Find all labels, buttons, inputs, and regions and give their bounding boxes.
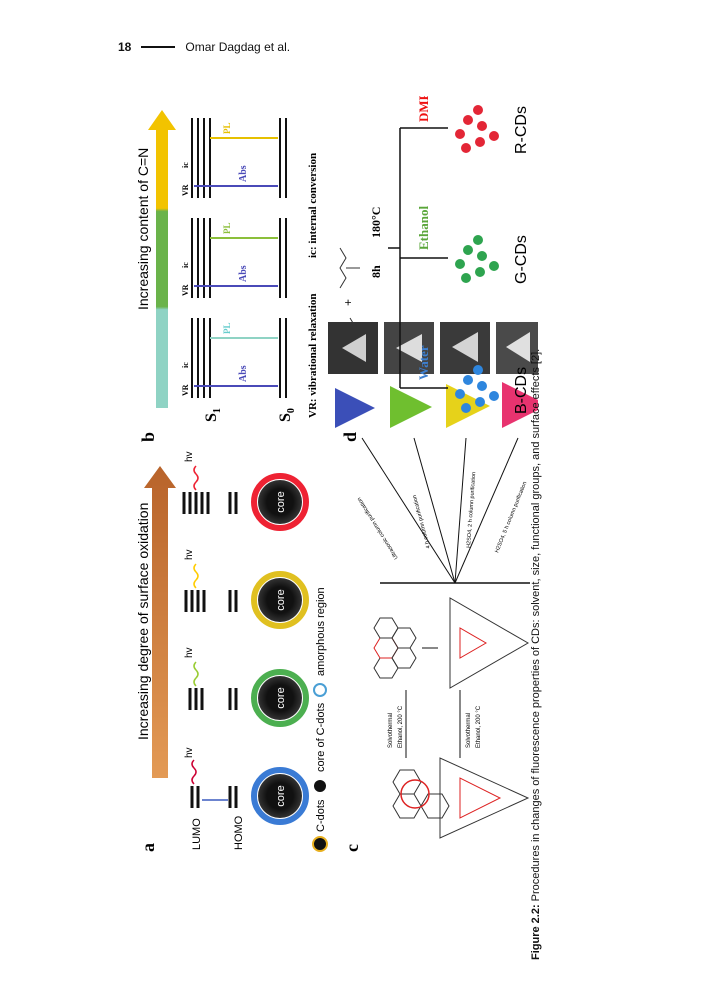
emission-wave-4 (193, 465, 199, 491)
blue-cds-dots (455, 365, 499, 413)
figure-caption-wrap: Figure 2.2: Procedures in changes of flu… (530, 349, 550, 960)
svg-text:core: core (275, 687, 287, 708)
solvothermal-label-2: Solvothermal (466, 713, 472, 748)
legend-cdots: C-dots (315, 799, 327, 832)
fan-arrows (361, 437, 519, 584)
plus-sign: + (341, 299, 355, 306)
legend-amorphous: amorphous region (315, 587, 327, 676)
solvent-ethanol: Ethanol (416, 206, 431, 250)
svg-text:ic: ic (181, 162, 190, 168)
label-b-cds: B-CDs (513, 367, 530, 414)
svg-text:VR: VR (181, 284, 190, 296)
solvent-water: Water (416, 345, 431, 380)
arrow-label-1: Ultrasonic column purification (357, 496, 400, 560)
emission-wave-2 (193, 661, 199, 687)
giant-flake-molecule (439, 757, 530, 839)
core-sphere-1: core (251, 767, 309, 825)
running-author: Omar Dagdag et al. (185, 40, 291, 54)
svg-text:VR: VR (181, 184, 190, 196)
tem-images (328, 322, 538, 374)
energy-levels-3 (184, 590, 238, 612)
label-r-cds: R-CDs (513, 106, 530, 154)
core-sphere-3: core (251, 571, 309, 629)
panel-b-label: b (138, 432, 158, 442)
legend-core: core of C-dots (315, 702, 327, 772)
s1-label: S1 (203, 408, 223, 422)
caption-label: Figure 2.2: (530, 904, 542, 960)
large-flake-molecule (449, 597, 530, 689)
svg-text:ic: ic (181, 362, 190, 368)
jablonski-3: Abs PL VR ic (181, 118, 287, 198)
figure-2-2: a Increasing degree of surface oxidation… (130, 92, 548, 858)
triangle-blue (335, 388, 375, 428)
svg-text:core: core (275, 589, 287, 610)
svg-text:PL: PL (222, 322, 232, 334)
header-rule (141, 46, 176, 48)
arrow-label-3: H2SO4, 2 h column purification (466, 472, 477, 548)
precursor-molecule (392, 769, 450, 819)
svg-text:PL: PL (222, 122, 232, 134)
panel-a: a Increasing degree of surface oxidation… (135, 451, 328, 852)
green-cds-dots (455, 235, 499, 283)
hv-label-3: hv (184, 549, 195, 560)
hv-label-4: hv (184, 451, 195, 462)
figure-rotated: a Increasing degree of surface oxidation… (130, 92, 548, 858)
ic-note: ic: internal conversion (307, 153, 319, 258)
s0-label: S0 (277, 408, 297, 422)
core-sphere-4: core (251, 473, 309, 531)
hv-label-1: hv (184, 747, 195, 758)
time-label: 8h (369, 265, 383, 278)
homo-label: HOMO (233, 815, 245, 850)
svg-text:Abs: Abs (238, 265, 249, 282)
label-g-cds: G-CDs (513, 235, 530, 284)
svg-text:Abs: Abs (238, 165, 249, 182)
panel-a-legend: C-dots core of C-dots amorphous region (312, 587, 328, 852)
jablonski-1: Abs PL VR ic (181, 318, 287, 398)
ethanol-label-1: Ethanol, 200 °C (398, 705, 404, 748)
svg-text:core: core (275, 785, 287, 806)
core-sphere-2: core (251, 669, 309, 727)
energy-levels-4 (182, 492, 238, 514)
triangle-green (390, 386, 432, 428)
caption-text: Procedures in changes of fluorescence pr… (530, 348, 542, 905)
solvent-dmf: DMF (416, 96, 431, 122)
panel-d-label: d (340, 432, 360, 442)
emission-wave-1 (191, 759, 197, 785)
svg-text:PL: PL (222, 222, 232, 234)
energy-levels-1 (190, 786, 238, 808)
panel-d: d + 8h 180°C Water Ethanol (339, 92, 530, 442)
trimer-molecule (373, 617, 417, 679)
arrow-label-2: 4 h column purification (412, 494, 432, 549)
branch-arrows (388, 127, 448, 389)
oxidation-arrow (144, 466, 176, 778)
cn-content-arrow (148, 110, 176, 408)
panel-b-title: Increasing content of C=N (135, 148, 151, 310)
triangle-red (502, 382, 548, 428)
hv-label-2: hv (184, 647, 195, 658)
reactant-structures (339, 247, 366, 339)
panel-a-title: Increasing degree of surface oxidation (135, 503, 151, 740)
vr-note: VR: vibrational relaxation (307, 294, 319, 418)
lumo-label: LUMO (191, 818, 203, 850)
jablonski-2: Abs PL VR ic (181, 218, 287, 298)
svg-text:core: core (275, 491, 287, 512)
page-number: 18 (118, 40, 132, 54)
svg-text:ic: ic (181, 262, 190, 268)
page-header: 18 Omar Dagdag et al. (118, 40, 290, 54)
red-cds-dots (455, 105, 499, 153)
panel-b: b Increasing content of C=N S1 S0 Abs PL… (135, 110, 319, 442)
emission-wave-3 (193, 563, 199, 589)
svg-text:VR: VR (181, 384, 190, 396)
panel-c-label: c (342, 844, 362, 852)
figure-svg: a Increasing degree of surface oxidation… (135, 92, 548, 852)
temp-label: 180°C (369, 207, 383, 238)
ethanol-label-2: Ethanol, 200 °C (476, 705, 482, 748)
panel-c: c Solvothermal Ethanol, 200 °C Solvother… (328, 322, 548, 852)
energy-levels-2 (188, 688, 238, 710)
arrow-label-4: H2SO4, 5 h column purification (494, 481, 528, 554)
svg-text:Abs: Abs (238, 365, 249, 382)
figure-caption: Figure 2.2: Procedures in changes of flu… (530, 349, 550, 960)
panel-a-label: a (138, 843, 158, 852)
solvothermal-label-1: Solvothermal (388, 713, 394, 748)
